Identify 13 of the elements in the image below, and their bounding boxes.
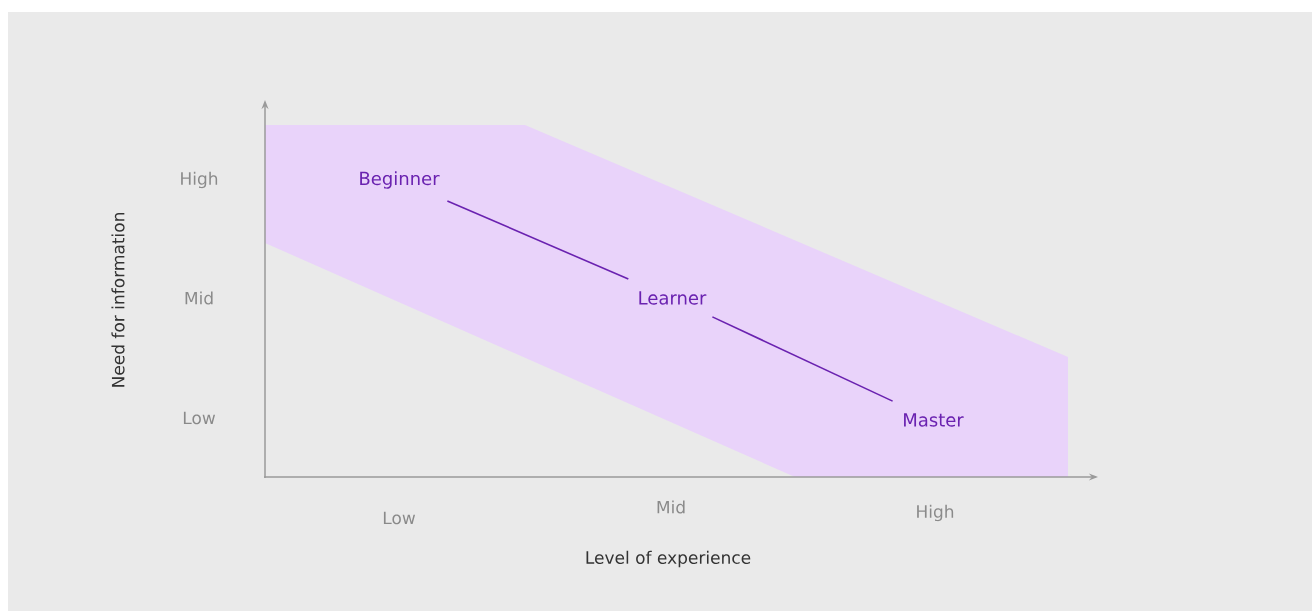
connector-line	[446, 200, 630, 280]
tick-label: Mid	[185, 291, 213, 305]
tick-label: Mid	[657, 500, 685, 514]
stage-label: Beginner	[360, 171, 440, 189]
axis-title: Need for information	[111, 213, 125, 387]
stage-label: Learner	[639, 291, 707, 305]
connector-line	[711, 316, 894, 402]
tick-label: High	[181, 171, 218, 189]
axis-title: Level of experience	[586, 550, 751, 568]
tick-label: Low	[383, 511, 416, 525]
stage-label: Master	[904, 413, 964, 427]
tick-label: Low	[183, 411, 216, 425]
tick-label: High	[917, 504, 954, 522]
